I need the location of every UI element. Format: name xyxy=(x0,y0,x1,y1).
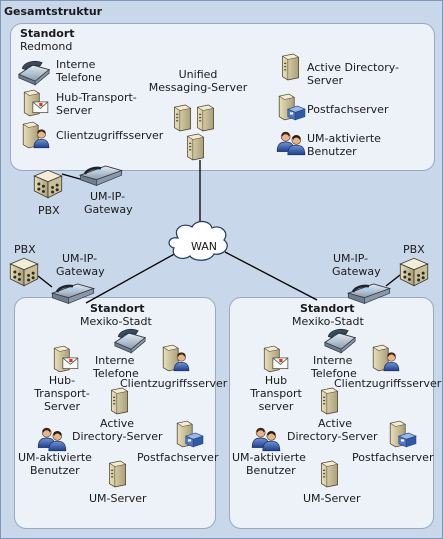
phone-icon xyxy=(322,326,358,354)
mexico-right-phones-label-1: Interne xyxy=(313,354,353,367)
um-server-icon xyxy=(318,460,340,488)
redmond-hub-transport-label-1: Hub-Transport- xyxy=(56,91,137,104)
mexico-left-mailbox-label: Postfachserver xyxy=(137,451,219,464)
mexico-right-cas-label: Clientzugriffsserver xyxy=(334,377,442,390)
active-directory-server-icon xyxy=(108,387,130,415)
mexico-left-ad-label-2: Directory-Server xyxy=(72,430,163,443)
mexico-left-phones-label-2: Telefone xyxy=(93,367,139,380)
forest-title: Gesamtstruktur xyxy=(4,5,103,18)
wan-label: WAN xyxy=(191,240,218,253)
mexico-right-hub-label-3: server xyxy=(258,400,294,413)
mexico-right-um-server-label: UM-Server xyxy=(303,492,361,505)
mexico-left-heading: Standort xyxy=(90,302,145,315)
redmond-gateway-label-2: Gateway xyxy=(84,203,133,216)
redmond-client-access-label: Clientzugriffsserver xyxy=(56,129,164,142)
pbx-icon xyxy=(8,256,40,288)
um-server-icon xyxy=(106,460,128,488)
server-icon xyxy=(194,104,216,132)
mexico-left-pbx-label: PBX xyxy=(14,243,36,256)
mexico-right-phones-label-2: Telefone xyxy=(311,367,357,380)
link-wan-mexico-right xyxy=(224,251,318,301)
redmond-gateway-label-1: UM-IP- xyxy=(90,190,126,203)
redmond-mailbox-label: Postfachserver xyxy=(307,103,389,116)
mexico-left-um-server-label: UM-Server xyxy=(89,492,147,505)
mexico-left-name: Mexiko-Stadt xyxy=(80,315,152,328)
active-directory-server-icon xyxy=(318,387,340,415)
mexico-right-name: Mexiko-Stadt xyxy=(292,315,364,328)
wan-cloud-icon xyxy=(168,220,228,261)
redmond-hub-transport-label-2: Server xyxy=(56,104,93,117)
mexico-right-heading: Standort xyxy=(300,302,355,315)
um-users-icon xyxy=(36,424,68,452)
client-access-server-icon xyxy=(160,344,190,372)
mexico-left-ad-label-1: Active xyxy=(100,417,135,430)
site-redmond xyxy=(10,23,435,171)
mexico-right-pbx-label: PBX xyxy=(403,243,425,256)
mexico-left-gateway-label-1: UM-IP- xyxy=(62,252,98,265)
mexico-right-hub-label-2: Transport xyxy=(250,387,302,400)
server-icon xyxy=(184,133,206,161)
pbx-icon xyxy=(32,168,64,200)
link-wan-mexico-left xyxy=(85,251,179,304)
mexico-left-hub-label-2: Transport- xyxy=(34,387,90,400)
mexico-right-gateway-label-1: UM-IP- xyxy=(333,252,369,265)
mailbox-server-icon xyxy=(276,93,306,121)
um-ip-gateway-icon xyxy=(78,161,124,187)
um-users-icon xyxy=(250,424,282,452)
redmond-internal-phones-label-2: Telefone xyxy=(56,71,102,84)
phone-icon xyxy=(112,326,148,354)
client-access-server-icon xyxy=(20,121,50,149)
mexico-left-hub-label-1: Hub- xyxy=(48,374,76,387)
um-users-icon xyxy=(275,128,307,156)
redmond-ad-label-2: Server xyxy=(307,74,344,87)
hub-transport-server-icon xyxy=(50,345,80,373)
mexico-right-gateway-label-2: Gateway xyxy=(332,265,381,278)
mexico-left-hub-label-3: Server xyxy=(43,400,81,413)
link-pbx-gateway-redmond xyxy=(61,173,81,180)
redmond-internal-phones-label-1: Interne xyxy=(56,58,96,71)
redmond-um-server-label-1: Unified xyxy=(178,68,218,81)
mexico-right-mailbox-label: Postfachserver xyxy=(352,451,434,464)
redmond-ad-label-1: Active Directory- xyxy=(307,61,399,74)
mexico-left-phones-label-1: Interne xyxy=(95,354,135,367)
hub-transport-server-icon xyxy=(20,89,50,117)
active-directory-server-icon xyxy=(279,53,301,81)
redmond-pbx-label: PBX xyxy=(38,204,60,217)
redmond-um-server-label-2: Messaging-Server xyxy=(148,81,248,94)
mexico-right-ad-label-2: Directory-Server xyxy=(287,430,378,443)
server-icon xyxy=(171,104,193,132)
mexico-left-cas-label: Clientzugriffsserver xyxy=(120,377,228,390)
mexico-right-hub-label-1: Hub xyxy=(264,374,288,387)
redmond-um-users-label-2: Benutzer xyxy=(307,145,357,158)
mailbox-server-icon xyxy=(174,420,204,448)
phone-icon xyxy=(16,58,52,86)
redmond-heading: Standort xyxy=(20,27,75,40)
mexico-right-users-label-2: Benutzer xyxy=(246,464,296,477)
redmond-um-users-label-1: UM-aktivierte xyxy=(307,132,381,145)
mexico-left-users-label-2: Benutzer xyxy=(30,464,80,477)
mailbox-server-icon xyxy=(387,420,417,448)
hub-transport-server-icon xyxy=(260,345,290,373)
link-pbx-gateway-mexico-right xyxy=(385,274,401,287)
mexico-left-users-label-1: UM-aktivierte xyxy=(18,451,92,464)
mexico-right-users-label-1: UM-aktivierte xyxy=(232,451,306,464)
client-access-server-icon xyxy=(370,344,400,372)
redmond-name: Redmond xyxy=(20,40,73,53)
mexico-left-gateway-label-2: Gateway xyxy=(56,265,105,278)
mexico-right-ad-label-1: Active xyxy=(318,417,353,430)
pbx-icon xyxy=(398,256,430,288)
link-pbx-gateway-mexico-left xyxy=(37,275,53,288)
